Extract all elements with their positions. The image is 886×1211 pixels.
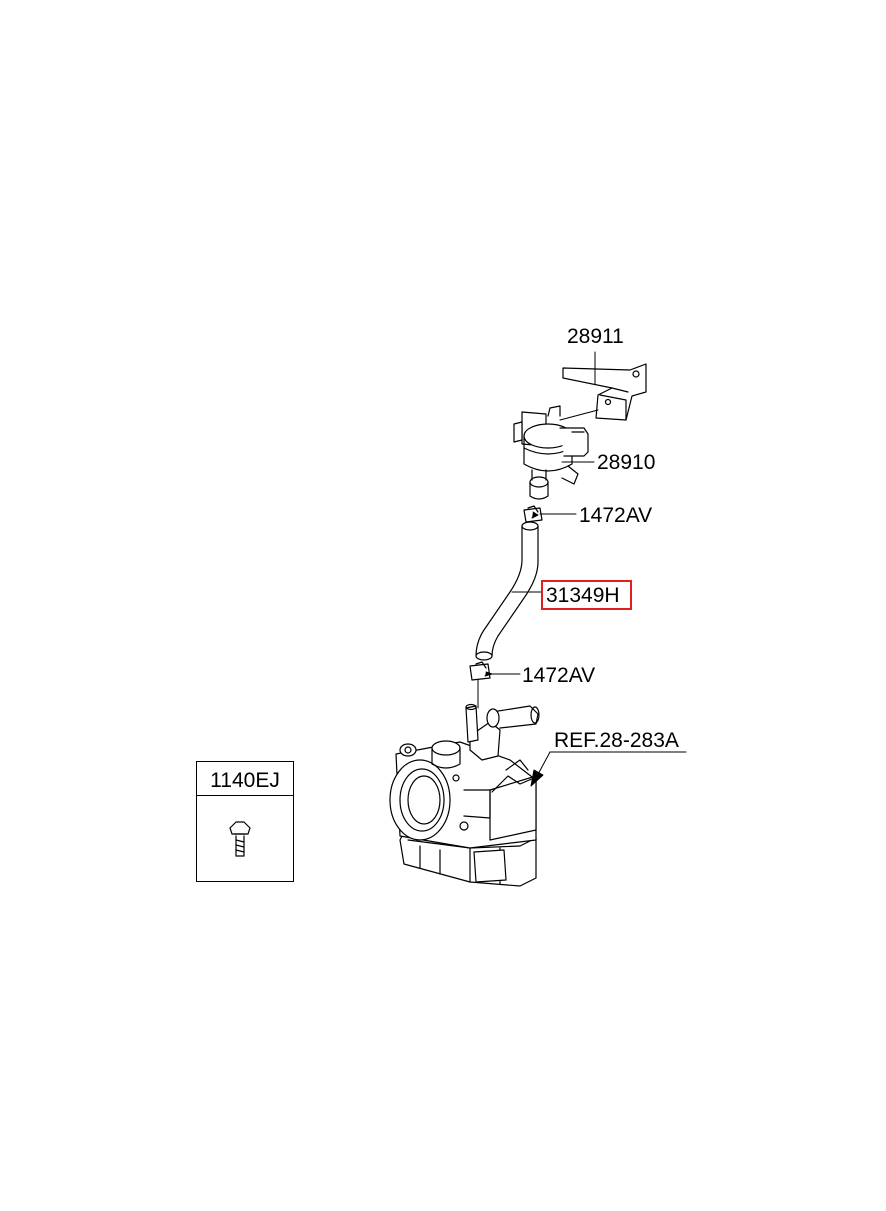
clamp-lower-drawing [469,661,491,681]
legend-part-number: 1140EJ [210,769,280,792]
bracket-drawing [562,363,647,421]
callout-31349h: 31349H [546,584,620,607]
legend-divider [197,795,293,796]
callout-1472av-upper: 1472AV [579,504,653,527]
callout-28911: 28911 [567,325,624,348]
purge-valve-drawing [513,405,589,500]
bolt-legend-box: 1140EJ [196,761,294,882]
callout-ref-28-283a: REF.28-283A [554,729,679,752]
callout-highlight-box [541,580,632,610]
callout-1472av-lower: 1472AV [522,664,596,687]
leader-lines [477,351,687,787]
callout-28910: 28910 [597,451,656,474]
throttle-body-drawing [389,703,540,887]
hose-drawing [475,521,539,661]
bolt-drawing [229,821,251,857]
